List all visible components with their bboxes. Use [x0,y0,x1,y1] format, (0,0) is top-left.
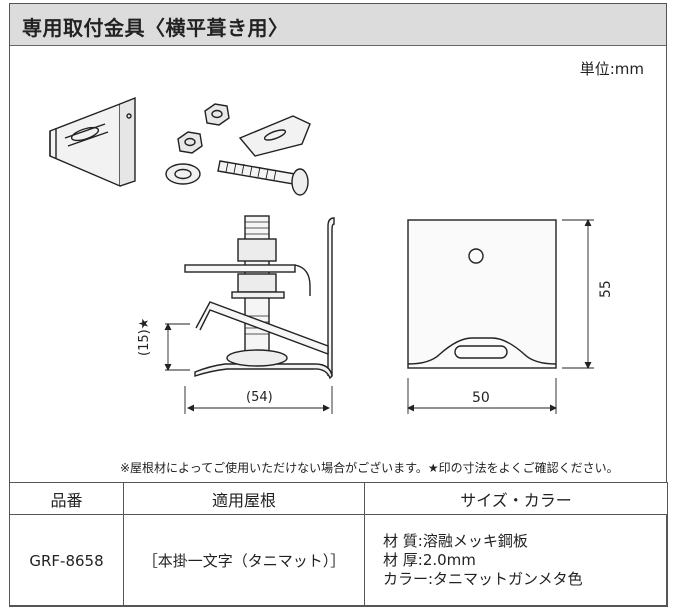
side-dimensions [164,322,333,414]
side-width-label: (54) [246,390,273,405]
header-product-code: 品番 [9,482,124,515]
unit-label: 単位:mm [579,60,644,78]
page-title: 専用取付金具〈横平葺き用〉 [22,16,289,40]
title-bar: 専用取付金具〈横平葺き用〉 [10,4,666,46]
table-header-row: 品番 適用屋根 サイズ・カラー [9,482,668,515]
product-code-cell: GRF-8658 [9,514,124,607]
clip-plate-shape [238,115,311,157]
front-height-label: 55 [598,280,614,298]
spec-table: 品番 適用屋根 サイズ・カラー GRF-8658 ［本掛一文字（タニマット）］ … [9,482,668,607]
nut-shape-2 [177,131,203,154]
side-view [184,215,335,380]
material-line: 材 質:溶融メッキ鋼板 [383,532,528,550]
front-dimensions [406,218,594,414]
header-size-color: サイズ・カラー [364,482,668,515]
technical-drawing: (15)★ (54) 55 50 [49,96,614,414]
color-line: カラー:タニマットガンメタ色 [383,570,583,588]
front-view [407,219,557,369]
isometric-view [49,96,311,196]
bolt-shape [217,160,309,196]
product-sheet: 専用取付金具〈横平葺き用〉 単位:mm [9,3,668,607]
header-roof: 適用屋根 [123,482,365,515]
roof-cell: ［本掛一文字（タニマット）］ [123,514,365,607]
spec-cell: 材 質:溶融メッキ鋼板 材 厚:2.0mm カラー:タニマットガンメタ色 [364,514,668,607]
caution-note: ※屋根材によってご使用いただけない場合がございます。★印の寸法をよくご確認くださ… [120,461,619,475]
table-row: GRF-8658 ［本掛一文字（タニマット）］ 材 質:溶融メッキ鋼板 材 厚:… [9,514,668,607]
side-height-label: (15)★ [137,318,152,356]
washer-shape [165,163,201,185]
front-width-label: 50 [472,390,490,406]
nut-shape [204,103,230,126]
thickness-line: 材 厚:2.0mm [383,551,476,569]
bracket-plate-shape [49,102,121,188]
